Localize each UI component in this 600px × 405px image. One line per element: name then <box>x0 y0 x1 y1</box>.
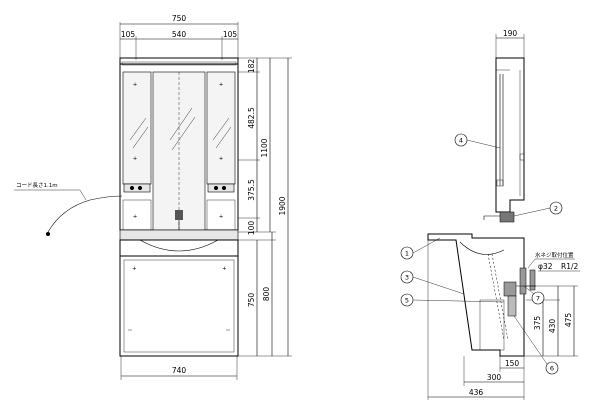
dim-750-h-label: 750 <box>247 293 256 308</box>
callout-1-label: 1 <box>405 250 409 258</box>
side-horizontal-dims: 150 300 436 <box>427 240 525 400</box>
dim-182-label: 182 <box>247 59 256 74</box>
svg-text:+: + <box>133 214 138 220</box>
svg-text:+: + <box>133 82 138 88</box>
dim-475-label: 475 <box>564 313 573 328</box>
svg-text:+: + <box>219 156 224 162</box>
callouts: 4 2 1 3 5 7 6 <box>400 133 563 375</box>
callout-4-label: 4 <box>459 137 463 145</box>
dim-1900-label: 1900 <box>278 196 287 215</box>
dim-3755-label: 375.5 <box>247 179 256 201</box>
svg-text:+: + <box>219 82 224 88</box>
callout-circle-6 <box>545 361 559 375</box>
cord-length-label: コード長さ1.1m <box>16 182 58 189</box>
dim-top-segments: 105 540 105 <box>120 30 238 60</box>
phi32-label: φ32 <box>538 262 553 271</box>
vanity-unit: + + <box>119 229 239 357</box>
shelf-pins: + + + + + + <box>133 82 224 220</box>
dim-300-label: 300 <box>487 373 502 382</box>
dim-430-label: 430 <box>548 319 557 334</box>
dim-190-label: 190 <box>503 29 518 38</box>
callout-3-label: 3 <box>405 274 409 282</box>
side-faucet <box>483 211 515 223</box>
callout-circle-7 <box>531 291 545 305</box>
side-cabinet <box>495 57 525 213</box>
dim-105-left-label: 105 <box>121 30 136 39</box>
callout-7-label: 7 <box>536 295 540 303</box>
svg-text:+: + <box>132 266 137 272</box>
power-cord: コード長さ1.1m <box>14 182 123 236</box>
dim-750-label: 750 <box>172 14 187 23</box>
callout-5-label: 5 <box>405 297 409 305</box>
dim-150-label: 150 <box>505 359 520 368</box>
faucet <box>175 210 183 220</box>
center-mirror <box>152 71 206 231</box>
dim-1100-label: 1100 <box>260 138 269 157</box>
dim-100-label: 100 <box>247 221 256 236</box>
svg-text:+: + <box>133 156 138 162</box>
left-outlet-panel <box>123 183 151 193</box>
dim-width-740: 740 <box>120 356 238 380</box>
svg-text:+: + <box>222 266 227 272</box>
right-outlet-panel <box>207 183 235 193</box>
pipe-labels: 水ネジ取付位置 φ32 R1/2 <box>527 251 580 272</box>
front-view: 750 105 540 105 <box>14 14 292 380</box>
r12-label: R1/2 <box>561 262 579 271</box>
side-view: 190 <box>400 29 580 400</box>
dim-105-right-label: 105 <box>223 30 238 39</box>
left-mirror-door <box>122 71 152 185</box>
svg-text:+: + <box>219 214 224 220</box>
dim-4825-label: 482.5 <box>247 107 256 129</box>
dim-width-750: 750 <box>119 14 239 60</box>
dim-800-label: 800 <box>262 287 271 302</box>
mirror-cabinet: + + + + + + <box>119 57 239 232</box>
front-vertical-dims: 182 482.5 375.5 100 1100 750 800 1900 <box>238 57 292 357</box>
callout-6-label: 6 <box>550 365 554 373</box>
dim-depth-190: 190 <box>495 29 525 58</box>
right-mirror-door <box>206 71 236 185</box>
dim-540-label: 540 <box>172 30 187 39</box>
dim-436-label: 436 <box>469 388 484 397</box>
dim-375-label: 375 <box>533 316 542 331</box>
callout-2-label: 2 <box>554 205 558 213</box>
dim-740-label: 740 <box>172 366 187 375</box>
valve-location-label: 水ネジ取付位置 <box>535 251 574 259</box>
